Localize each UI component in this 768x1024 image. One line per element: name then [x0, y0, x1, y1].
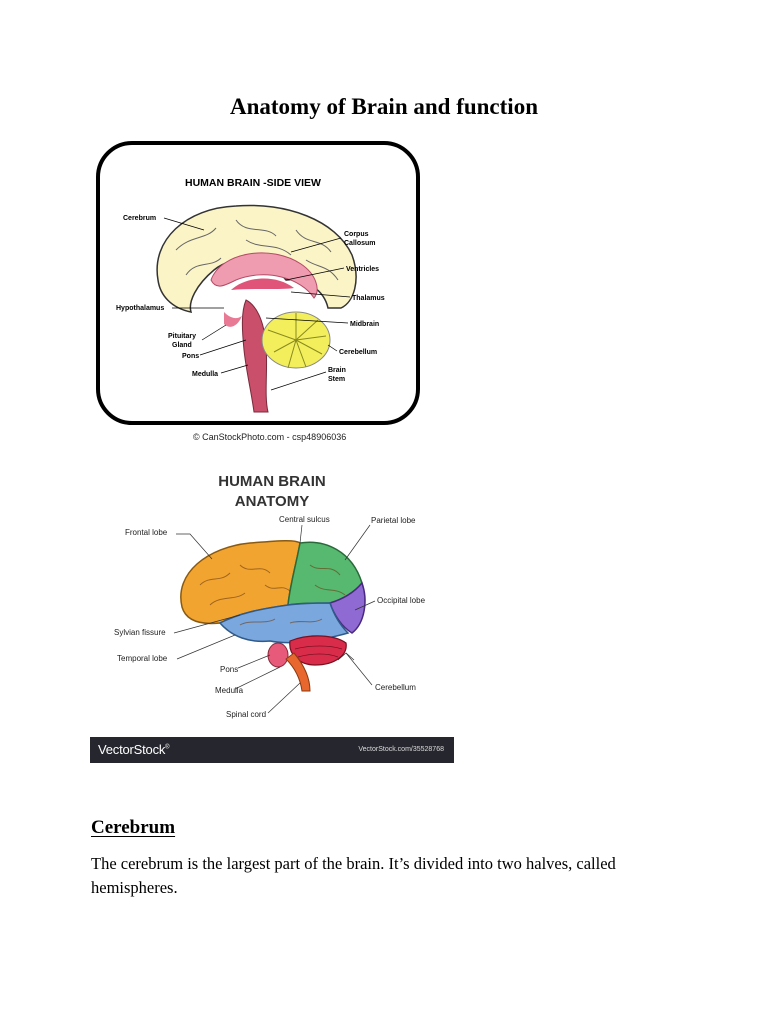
label-cerebellum-anatomy: Cerebellum	[375, 683, 416, 692]
label-brain-stem-2: Stem	[328, 376, 345, 383]
brain-side-view-illustration: HUMAN BRAIN -SIDE VIEW Cerebrum Corpus C…	[96, 141, 420, 425]
label-spinal-cord: Spinal cord	[226, 710, 266, 719]
label-medulla-anatomy: Medulla	[215, 686, 244, 695]
label-medulla: Medulla	[192, 371, 218, 378]
label-frontal-lobe: Frontal lobe	[125, 528, 168, 537]
label-sylvian-fissure: Sylvian fissure	[114, 628, 166, 637]
label-midbrain: Midbrain	[350, 321, 379, 328]
anatomy-heading-2: ANATOMY	[235, 493, 309, 510]
side-view-heading: HUMAN BRAIN -SIDE VIEW	[185, 177, 321, 189]
brain-stem-shape	[241, 299, 269, 413]
label-cerebrum: Cerebrum	[123, 215, 156, 222]
brain-side-view-figure: HUMAN BRAIN -SIDE VIEW Cerebrum Corpus C…	[96, 140, 422, 442]
label-parietal-lobe: Parietal lobe	[371, 516, 416, 525]
anatomy-heading-1: HUMAN BRAIN	[218, 473, 326, 490]
figure1-credit: © CanStockPhoto.com - csp48906036	[193, 432, 347, 442]
label-corpus-2: Callosum	[344, 240, 376, 247]
label-hypothalamus: Hypothalamus	[116, 305, 164, 312]
vectorstock-logo: VectorStock®	[98, 742, 170, 757]
label-corpus-1: Corpus	[344, 231, 369, 238]
label-pons-anatomy: Pons	[220, 665, 238, 674]
pons-shape	[267, 642, 289, 668]
label-central-sulcus: Central sulcus	[279, 515, 330, 524]
label-brain-stem-1: Brain	[328, 367, 346, 374]
vectorstock-banner: VectorStock® VectorStock.com/35528768	[90, 737, 454, 763]
cerebrum-paragraph: The cerebrum is the largest part of the …	[91, 854, 616, 897]
label-cerebellum: Cerebellum	[339, 349, 377, 356]
vectorstock-ref: VectorStock.com/35528768	[358, 746, 444, 753]
label-thalamus: Thalamus	[352, 295, 385, 302]
label-pituitary-2: Gland	[172, 342, 192, 349]
brain-anatomy-illustration: HUMAN BRAIN ANATOMY Frontal lobe Central…	[114, 473, 426, 719]
label-ventricles: Ventricles	[346, 266, 379, 273]
label-pituitary-1: Pituitary	[168, 333, 196, 340]
spinal-cord-shape	[285, 652, 311, 692]
label-temporal-lobe: Temporal lobe	[117, 654, 168, 663]
section-heading-cerebrum: Cerebrum	[91, 817, 176, 838]
page-title: Anatomy of Brain and function	[230, 94, 538, 119]
label-occipital-lobe: Occipital lobe	[377, 596, 426, 605]
label-pons: Pons	[182, 353, 199, 360]
temporal-lobe-shape	[218, 602, 350, 644]
corpus-callosum-shape	[210, 252, 318, 299]
brain-anatomy-figure: HUMAN BRAIN ANATOMY Frontal lobe Central…	[90, 455, 454, 763]
